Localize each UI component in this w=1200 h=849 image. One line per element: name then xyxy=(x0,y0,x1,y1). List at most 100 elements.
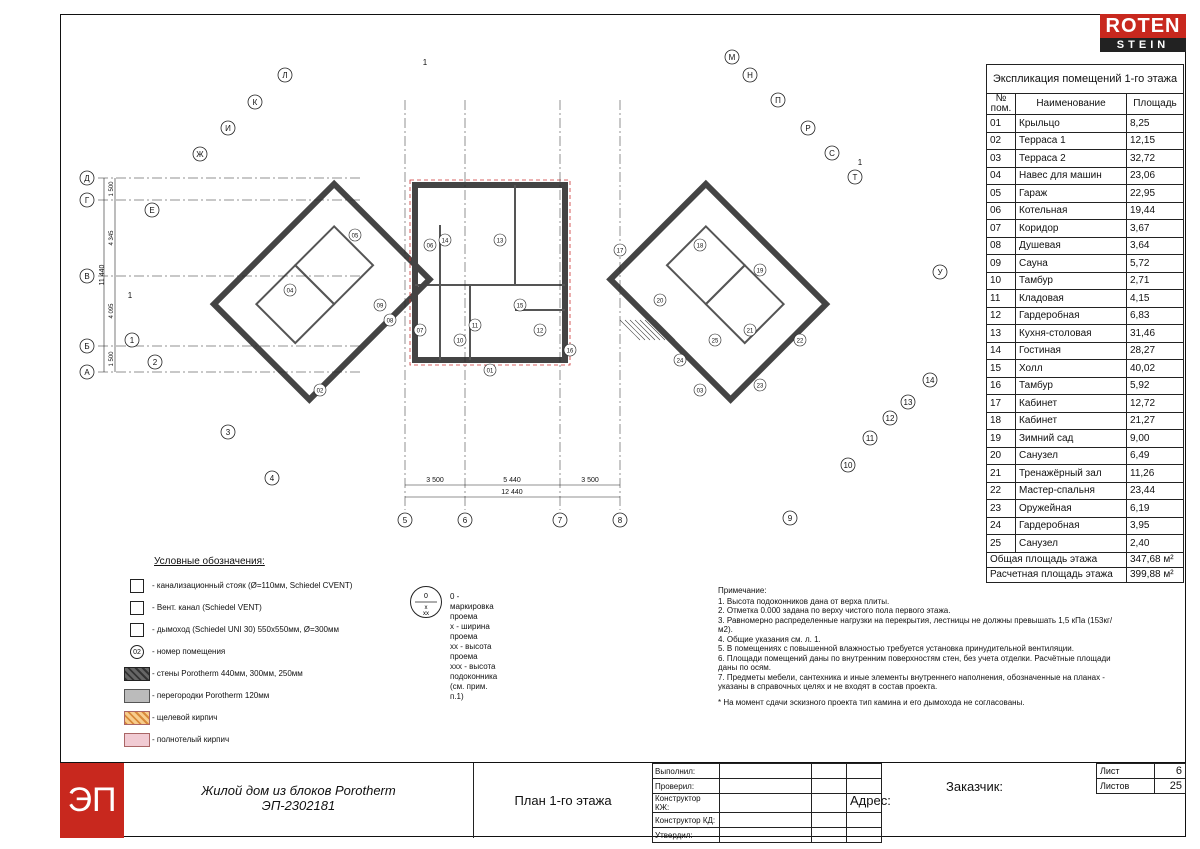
axis-top-left-label-bubble xyxy=(277,67,293,83)
room-name: Крыльцо xyxy=(1015,114,1127,133)
slotted-brick-hatch-icon xyxy=(124,711,150,725)
opening-marker-icon: 0 x xx xyxy=(410,586,442,618)
room-number: 02 xyxy=(986,131,1016,150)
note-item: 5. В помещениях с повышенной влажностью … xyxy=(718,644,1074,653)
room-number: 16 xyxy=(986,376,1016,395)
room-number: 01 xyxy=(986,114,1016,133)
axis-bottom-label-bubble xyxy=(457,512,473,528)
left-room xyxy=(293,224,375,306)
room-name: Оружейная xyxy=(1015,499,1127,518)
room-number-label: 10 xyxy=(457,339,464,345)
room-number-label: 15 xyxy=(517,304,524,310)
axis-left-diag-label: 2 xyxy=(153,358,158,367)
axis-bottom-label-bubble xyxy=(397,512,413,528)
room-area: 22,95 xyxy=(1126,184,1184,203)
room-number-bubble xyxy=(468,318,482,332)
room-name: Сауна xyxy=(1015,254,1127,273)
legend-text: - стены Porotherm 440мм, 300мм, 250мм xyxy=(152,669,303,678)
central-block-wall xyxy=(412,182,568,363)
dim-bottom-text: 3 500 xyxy=(581,477,599,484)
col-header-area: Площадь xyxy=(1126,93,1184,115)
room-number-label: 01 xyxy=(487,369,494,375)
axis-left-label: Д xyxy=(84,174,90,183)
stair-step xyxy=(624,319,646,341)
room-area: 31,46 xyxy=(1126,324,1184,343)
legend-text: - канализационный стояк (Ø=110мм, Schied… xyxy=(152,581,353,590)
room-name: Терраса 2 xyxy=(1015,149,1127,168)
right-wing-wall xyxy=(606,179,831,404)
axis-left-diag-label-bubble xyxy=(124,332,140,348)
room-name: Гардеробная xyxy=(1015,306,1127,325)
room-area: 11,26 xyxy=(1126,464,1184,483)
col-header-name: Наименование xyxy=(1015,93,1127,115)
room-number: 19 xyxy=(986,429,1016,448)
room-name: Мастер-спальня xyxy=(1015,481,1127,500)
left-room xyxy=(254,263,336,345)
legend-item: - стены Porotherm 440мм, 300мм, 250мм xyxy=(120,665,410,687)
axis-left-diag-label: 3 xyxy=(226,428,231,437)
axis-left-label-bubble xyxy=(79,338,95,354)
room-name: Кабинет xyxy=(1015,411,1127,430)
room-number-bubble xyxy=(673,353,687,367)
axis-right-diag-label: 11 xyxy=(866,434,875,443)
axis-top-left-label: И xyxy=(225,124,231,133)
room-number-bubble xyxy=(348,228,362,242)
room-area: 3,67 xyxy=(1126,219,1184,238)
room-number-bubble xyxy=(413,323,427,337)
legend-text: - перегородки Porotherm 120мм xyxy=(152,691,270,700)
room-number-bubble xyxy=(423,238,437,252)
axis-left-diag-label-bubble xyxy=(220,424,236,440)
role-label: Конструктор КЖ: xyxy=(652,793,720,813)
legend: Условные обозначения: - канализационный … xyxy=(120,556,410,753)
axis-right-diag-label-bubble xyxy=(782,510,798,526)
legend-text: - щелевой кирпич xyxy=(152,713,218,722)
room-number-label: 14 xyxy=(442,239,449,245)
legend-title: Условные обозначения: xyxy=(154,556,265,567)
room-number: 11 xyxy=(986,289,1016,308)
axis-right-diag-label: 14 xyxy=(926,376,935,385)
notes-title: Примечание: xyxy=(718,586,767,595)
sheet-frame xyxy=(60,14,1186,837)
sheet-label: Лист xyxy=(1095,763,1156,779)
opening-symbol-top: 0 xyxy=(424,593,428,600)
opening-line: 0 - маркировка проема xyxy=(450,592,494,621)
room-area: 19,44 xyxy=(1126,201,1184,220)
room-area: 6,49 xyxy=(1126,446,1184,465)
room-number: 06 xyxy=(986,201,1016,220)
room-area: 40,02 xyxy=(1126,359,1184,378)
room-number: 08 xyxy=(986,236,1016,255)
room-number: 24 xyxy=(986,516,1016,535)
stage-badge: ЭП xyxy=(60,763,124,838)
axis-bottom-label-bubble xyxy=(612,512,628,528)
legend-item: - Вент. канал (Schiedel VENT) xyxy=(120,599,410,621)
room-number: 05 xyxy=(986,184,1016,203)
axis-top-left-label-bubble xyxy=(220,120,236,136)
stair-step xyxy=(639,319,661,341)
axis-top-right-label: Т xyxy=(853,173,858,182)
room-number: 07 xyxy=(986,219,1016,238)
dim-left-text: 1 500 xyxy=(109,351,115,367)
axis-right-diag-label: 13 xyxy=(904,398,913,407)
axis-right-diag-label: 12 xyxy=(886,414,895,423)
axis-top-right-label: Н xyxy=(747,71,753,80)
room-area: 21,27 xyxy=(1126,411,1184,430)
opening-line: xxx - высота подоконника (см. прим. п.1) xyxy=(450,662,498,701)
opening-symbol-bot: xx xyxy=(423,611,429,617)
axis-left-label: Г xyxy=(85,196,90,205)
stair-step xyxy=(619,319,641,341)
beam-outline xyxy=(409,179,571,366)
room-number-bubble xyxy=(453,333,467,347)
customer-label: Заказчик: xyxy=(946,779,1004,794)
room-name: Санузел xyxy=(1015,534,1127,553)
room-name: Гараж xyxy=(1015,184,1127,203)
axis-top-right-label: У xyxy=(937,268,943,277)
